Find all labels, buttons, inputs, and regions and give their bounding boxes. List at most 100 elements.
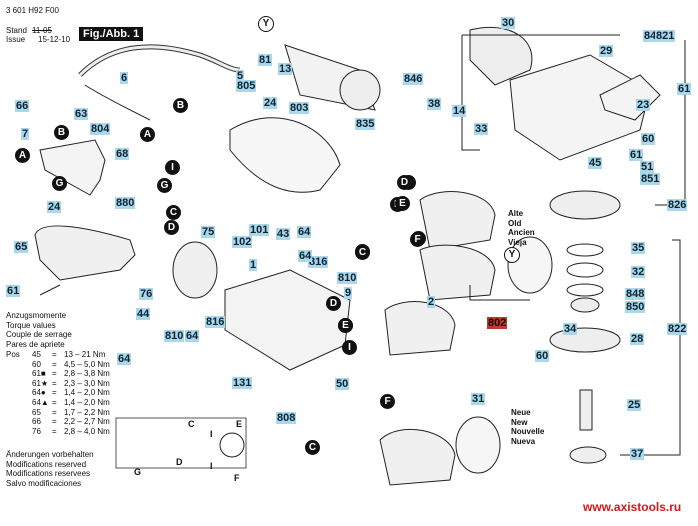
part-label-61[interactable]: 61 [6,285,21,297]
torque-row-pos: 65 [32,407,41,417]
part-label-81[interactable]: 81 [258,54,273,66]
part-label-37[interactable]: 37 [630,448,645,460]
part-label-131[interactable]: 131 [232,377,253,389]
part-label-66[interactable]: 66 [15,100,30,112]
connector-f: F [380,394,395,409]
torque-row-value: 1,4 – 2,0 Nm [64,388,110,398]
modification-line: Änderungen vorbehalten [6,450,94,459]
part-label-803[interactable]: 803 [289,102,310,114]
torque-row-eq: = [52,417,57,427]
part-label-64[interactable]: 64 [298,250,313,262]
part-label-50[interactable]: 50 [335,378,350,390]
connector-e: E [395,196,410,211]
part-label-75[interactable]: 75 [201,226,216,238]
part-label-804[interactable]: 804 [90,123,111,135]
part-label-68[interactable]: 68 [115,148,130,160]
part-label-44[interactable]: 44 [136,308,151,320]
part-label-826[interactable]: 826 [667,199,688,211]
part-label-33[interactable]: 33 [474,123,489,135]
part-label-23[interactable]: 23 [636,99,651,111]
part-label-76[interactable]: 76 [139,288,154,300]
part-label-64[interactable]: 64 [297,226,312,238]
torque-title-line: Pares de apriete [6,339,65,349]
part-label-880[interactable]: 880 [115,197,136,209]
part-label-28[interactable]: 28 [630,333,645,345]
part-label-63[interactable]: 63 [74,108,89,120]
part-label-851[interactable]: 851 [640,173,661,185]
part-label-848[interactable]: 848 [625,288,646,300]
part-label-14[interactable]: 14 [452,105,467,117]
part-label-35[interactable]: 35 [631,242,646,254]
torque-title-line: Torque values [6,320,56,330]
part-label-61[interactable]: 61 [677,83,692,95]
connector-c: C [355,245,370,260]
part-label-29[interactable]: 29 [599,45,614,57]
schematic-label-i: I [210,461,213,471]
connector-y: Y [504,247,520,263]
torque-row-eq: = [52,426,57,436]
part-label-65[interactable]: 65 [14,241,29,253]
part-label-835[interactable]: 835 [355,118,376,130]
connector-a: A [140,127,155,142]
part-label-64[interactable]: 64 [185,330,200,342]
modification-line: Modifications reserved [6,459,87,469]
part-label-9[interactable]: 9 [344,287,353,299]
part-label-816[interactable]: 816 [205,316,226,328]
part-label-31[interactable]: 31 [471,393,486,405]
part-label-25[interactable]: 25 [627,399,642,411]
part-label-45[interactable]: 45 [588,157,603,169]
watermark-url[interactable]: www.axistools.ru [583,500,682,514]
part-label-7[interactable]: 7 [21,128,30,140]
part-label-24[interactable]: 24 [263,97,278,109]
part-label-816[interactable]: 816 [308,256,329,268]
schematic-label-f: F [234,473,240,483]
part-label-30[interactable]: 30 [501,17,516,29]
torque-row-eq: = [52,369,57,379]
part-label-60[interactable]: 60 [535,350,550,362]
part-label-43[interactable]: 43 [276,228,291,240]
connector-d: D [397,175,412,190]
part-label-5[interactable]: 5 [236,70,245,82]
part-label-24[interactable]: 24 [47,201,62,213]
schematic-label-d: D [176,457,183,467]
part-label-850[interactable]: 850 [625,301,646,313]
part-label-60[interactable]: 60 [641,133,656,145]
figure-label: Fig./Abb. 1 [79,27,144,41]
part-label-805[interactable]: 805 [236,80,257,92]
connector-i: I [165,160,180,175]
part-label-810[interactable]: 810 [337,272,358,284]
part-label-2[interactable]: 2 [427,296,436,308]
new-variant-line: Nueva [511,436,536,446]
part-label-101[interactable]: 101 [249,224,270,236]
part-label-51[interactable]: 51 [640,161,655,173]
connector-b: B [173,98,188,113]
connector-d: D [164,220,179,235]
part-label-846[interactable]: 846 [403,73,424,85]
old-variant-line: Alte [508,209,524,218]
torque-title-line: Anzugsmomente [6,311,67,320]
part-label-34[interactable]: 34 [563,323,578,335]
part-label-810[interactable]: 810 [164,330,185,342]
torque-row-value: 1,7 – 2,2 Nm [64,407,110,417]
modification-line: Modifications reservees [6,469,91,479]
part-label-1[interactable]: 1 [249,259,258,271]
part-label-61[interactable]: 61 [629,149,644,161]
part-label-821[interactable]: 821 [655,30,676,42]
part-label-808[interactable]: 808 [276,412,297,424]
connector-c: C [305,440,320,455]
part-label-38[interactable]: 38 [427,98,442,110]
torque-row-pos: 66 [32,417,41,427]
old-date: 11-05 [32,26,52,35]
part-label-32[interactable]: 32 [631,266,646,278]
connector-i: I [342,340,357,355]
part-label-64[interactable]: 64 [117,353,132,365]
torque-row-value: 2,8 – 3,8 Nm [64,369,110,379]
part-label-102[interactable]: 102 [232,236,253,248]
connector-f: F [410,232,425,247]
part-label-802[interactable]: 802 [487,317,508,329]
torque-row-value: 13 – 21 Nm [64,350,106,359]
part-label-13[interactable]: 13 [278,63,293,75]
part-label-822[interactable]: 822 [667,323,688,335]
part-label-6[interactable]: 6 [120,72,129,84]
